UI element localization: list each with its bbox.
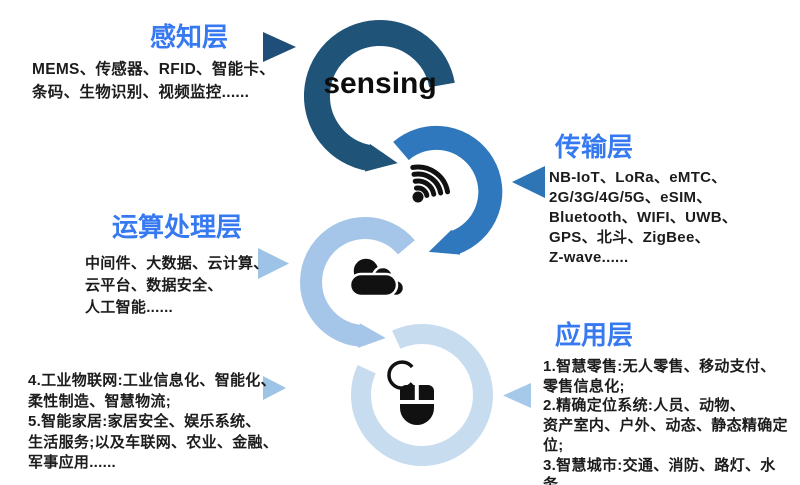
- application-layer-title: 应用层: [555, 320, 634, 350]
- cloud-icon: [348, 256, 406, 298]
- transmission-layer-items: NB-IoT、LoRa、eMTC、 2G/3G/4G/5G、eSIM、 Blue…: [549, 169, 738, 266]
- transmission-pointer-triangle: [512, 166, 545, 198]
- industry-pointer-triangle: [263, 376, 286, 400]
- application-cycle-ring: [350, 323, 493, 466]
- transmission-cycle-ring: [393, 125, 503, 255]
- computing-layer-items: 中间件、大数据、云计算、 云平台、数据安全、 人工智能......: [85, 255, 269, 316]
- transmission-layer-title: 传输层: [555, 132, 634, 162]
- sensing-pointer-triangle: [263, 32, 296, 62]
- sensing-layer-title: 感知层: [150, 22, 229, 52]
- sensing-layer-items: MEMS、传感器、RFID、智能卡、 条码、生物识别、视频监控......: [32, 61, 276, 101]
- wifi-signal-icon: [410, 164, 451, 203]
- industry-application-items: 4.工业物联网:工业信息化、智能化、 柔性制造、智慧物流; 5.智能家居:家居安…: [28, 372, 279, 471]
- computing-pointer-triangle: [258, 248, 289, 279]
- sensing-label: sensing: [323, 67, 436, 100]
- computing-cycle-ring: [300, 217, 415, 348]
- application-pointer-triangle: [503, 383, 531, 408]
- computing-layer-title: 运算处理层: [112, 212, 243, 242]
- mouse-icon: [387, 360, 436, 425]
- sensing-cycle-ring: [304, 20, 455, 172]
- application-layer-items: 1.智慧零售:无人零售、移动支付、 零售信息化; 2.精确定位系统:人员、动物、…: [543, 358, 788, 485]
